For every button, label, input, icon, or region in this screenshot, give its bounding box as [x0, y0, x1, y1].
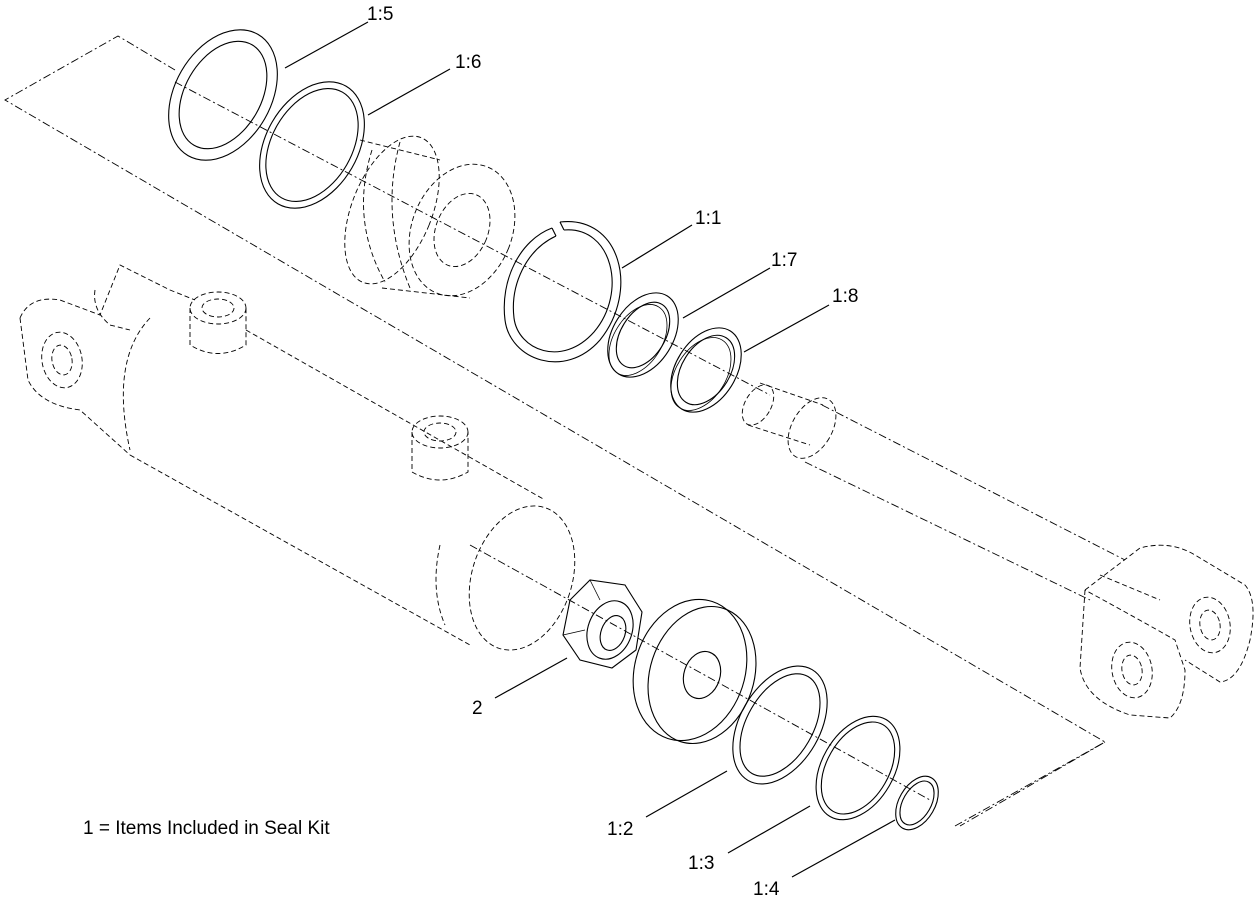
callout-1-1: 1:1	[695, 208, 721, 229]
seal-ring-1-3	[815, 715, 901, 821]
seal-1-8	[670, 327, 742, 413]
callout-1-6: 1:6	[455, 52, 481, 73]
seal-ring-1-2	[732, 665, 828, 785]
leader-lines	[284, 21, 896, 878]
callout-1-4: 1:4	[753, 879, 780, 900]
seal-kit-note: 1 = Items Included in Seal Kit	[83, 818, 330, 839]
seal-ring-1-5	[168, 29, 278, 161]
lower-centerline	[469, 544, 931, 801]
callout-1-5: 1:5	[367, 4, 393, 25]
piston-phantom	[344, 135, 516, 299]
barrel-phantom	[19, 264, 576, 651]
callout-1-2: 1:2	[607, 819, 633, 840]
phantom-outline	[4, 35, 1106, 827]
callout-1-7: 1:7	[771, 250, 797, 271]
upper-centerline	[174, 81, 771, 396]
seal-ring-1-6	[259, 81, 365, 209]
callout-1-8: 1:8	[832, 286, 858, 307]
split-ring-1-1	[503, 221, 622, 363]
seal-1-7	[607, 292, 679, 378]
callout-1-3: 1:3	[688, 853, 714, 874]
seal-ring-1-4	[895, 775, 939, 831]
nut-2	[562, 579, 643, 669]
callout-2: 2	[472, 698, 483, 719]
washer	[632, 598, 757, 745]
callout-labels: 1:5 1:6 1:1 1:7 1:8 2 1:2 1:3 1:4	[367, 4, 858, 900]
rod-and-rod-clevis	[741, 382, 1254, 719]
